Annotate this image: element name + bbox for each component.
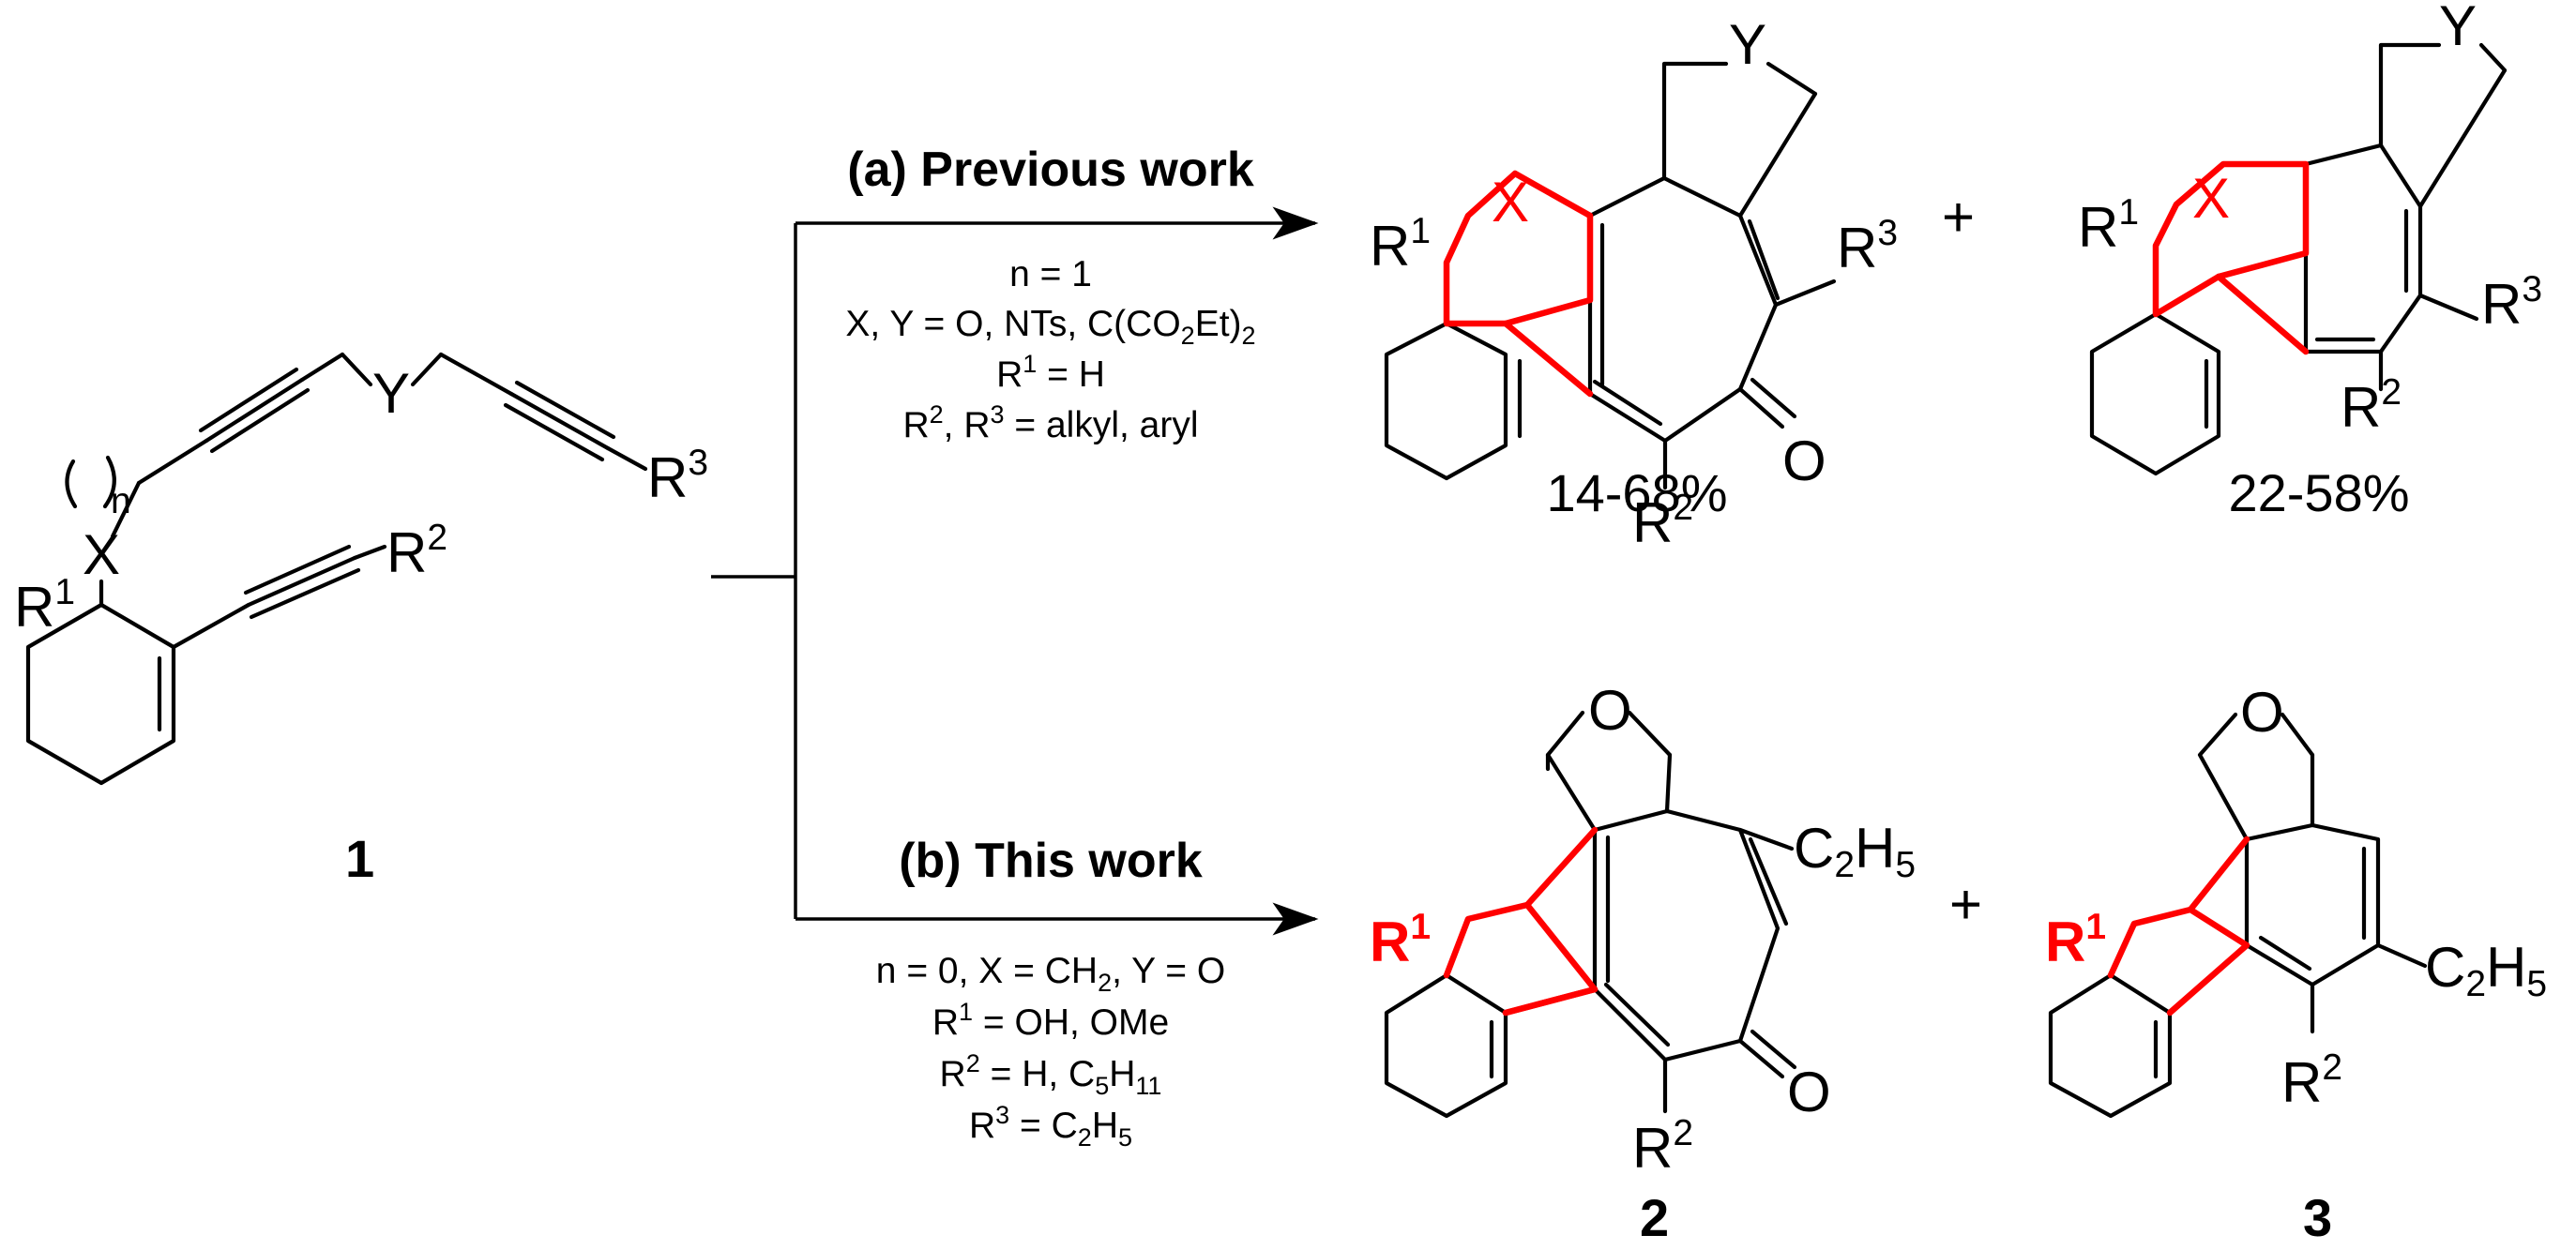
product-2-tropone: O O R1 R2 C2H5 2 xyxy=(1370,679,1916,1247)
atom-r2: R2 xyxy=(2281,1047,2342,1114)
atom-r2: R2 xyxy=(1632,488,1693,554)
route-b-line1: n = 0, X = CH2, Y = O xyxy=(876,951,1225,997)
route-a-line3: R1 = H xyxy=(996,350,1105,395)
subscript-n: n xyxy=(111,481,131,521)
atom-r1: R1 xyxy=(2078,192,2139,259)
atom-y: Y xyxy=(2439,0,2477,57)
branching-arrows xyxy=(711,206,1319,936)
atom-r1: R1 xyxy=(14,572,75,639)
route-b-heading: (b) This work xyxy=(899,834,1203,888)
atom-o-ring: O xyxy=(2240,681,2284,744)
route-b-line2: R1 = OH, OMe xyxy=(932,998,1169,1043)
route-a-line2: X, Y = O, NTs, C(CO2Et)2 xyxy=(845,304,1255,350)
route-a-conditions: (a) Previous work n = 1 X, Y = O, NTs, C… xyxy=(845,143,1255,445)
compound-label-2: 2 xyxy=(1640,1188,1669,1247)
plus-sign-b: + xyxy=(1949,873,1982,936)
yield-tropone: 14-68% xyxy=(1546,463,1727,522)
compound-label-3: 3 xyxy=(2303,1188,2332,1247)
atom-r3: R3 xyxy=(647,443,708,509)
atom-o-ring: O xyxy=(1588,679,1632,742)
atom-r2: R2 xyxy=(386,518,447,584)
atom-x: X xyxy=(83,523,120,586)
atom-c2h5: C2H5 xyxy=(1794,817,1916,885)
route-a-line4: R2, R3 = alkyl, aryl xyxy=(902,400,1198,445)
atom-r2: R2 xyxy=(2341,372,2402,439)
plus-sign-a: + xyxy=(1942,186,1975,248)
route-a-heading: (a) Previous work xyxy=(847,143,1254,197)
route-b-line4: R3 = C2H5 xyxy=(969,1101,1132,1152)
atom-o-ketone: O xyxy=(1787,1061,1831,1123)
product-a-benzene: X Y R1 R3 R2 22-58% xyxy=(2078,0,2542,522)
route-b-line3: R2 = H, C5H11 xyxy=(940,1049,1162,1100)
atom-r1-red: R1 xyxy=(2045,907,2106,973)
atom-y: Y xyxy=(1729,13,1766,76)
atom-r1-red: R1 xyxy=(1370,907,1431,973)
starting-material-1: X Y R1 R2 R3 n 1 xyxy=(14,352,708,888)
route-b-conditions: (b) This work n = 0, X = CH2, Y = O R1 =… xyxy=(876,834,1225,1152)
compound-label-1: 1 xyxy=(345,829,374,888)
atom-o-ketone: O xyxy=(1782,429,1826,492)
atom-x-red: X xyxy=(2192,167,2230,230)
yield-benzene: 22-58% xyxy=(2228,463,2409,522)
product-3-benzene: O R1 R2 C2H5 3 xyxy=(2045,681,2547,1247)
atom-r3: R3 xyxy=(2481,269,2542,336)
route-a-line1: n = 1 xyxy=(1009,254,1092,294)
product-a-tropone: X Y R1 R3 R2 O 14-68% xyxy=(1370,13,1898,554)
atom-c2h5: C2H5 xyxy=(2425,936,2547,1004)
atom-r3: R3 xyxy=(1837,213,1898,279)
atom-r1: R1 xyxy=(1370,211,1431,278)
atom-y: Y xyxy=(372,362,410,425)
atom-r2: R2 xyxy=(1632,1113,1693,1180)
atom-x-red: X xyxy=(1492,171,1529,233)
